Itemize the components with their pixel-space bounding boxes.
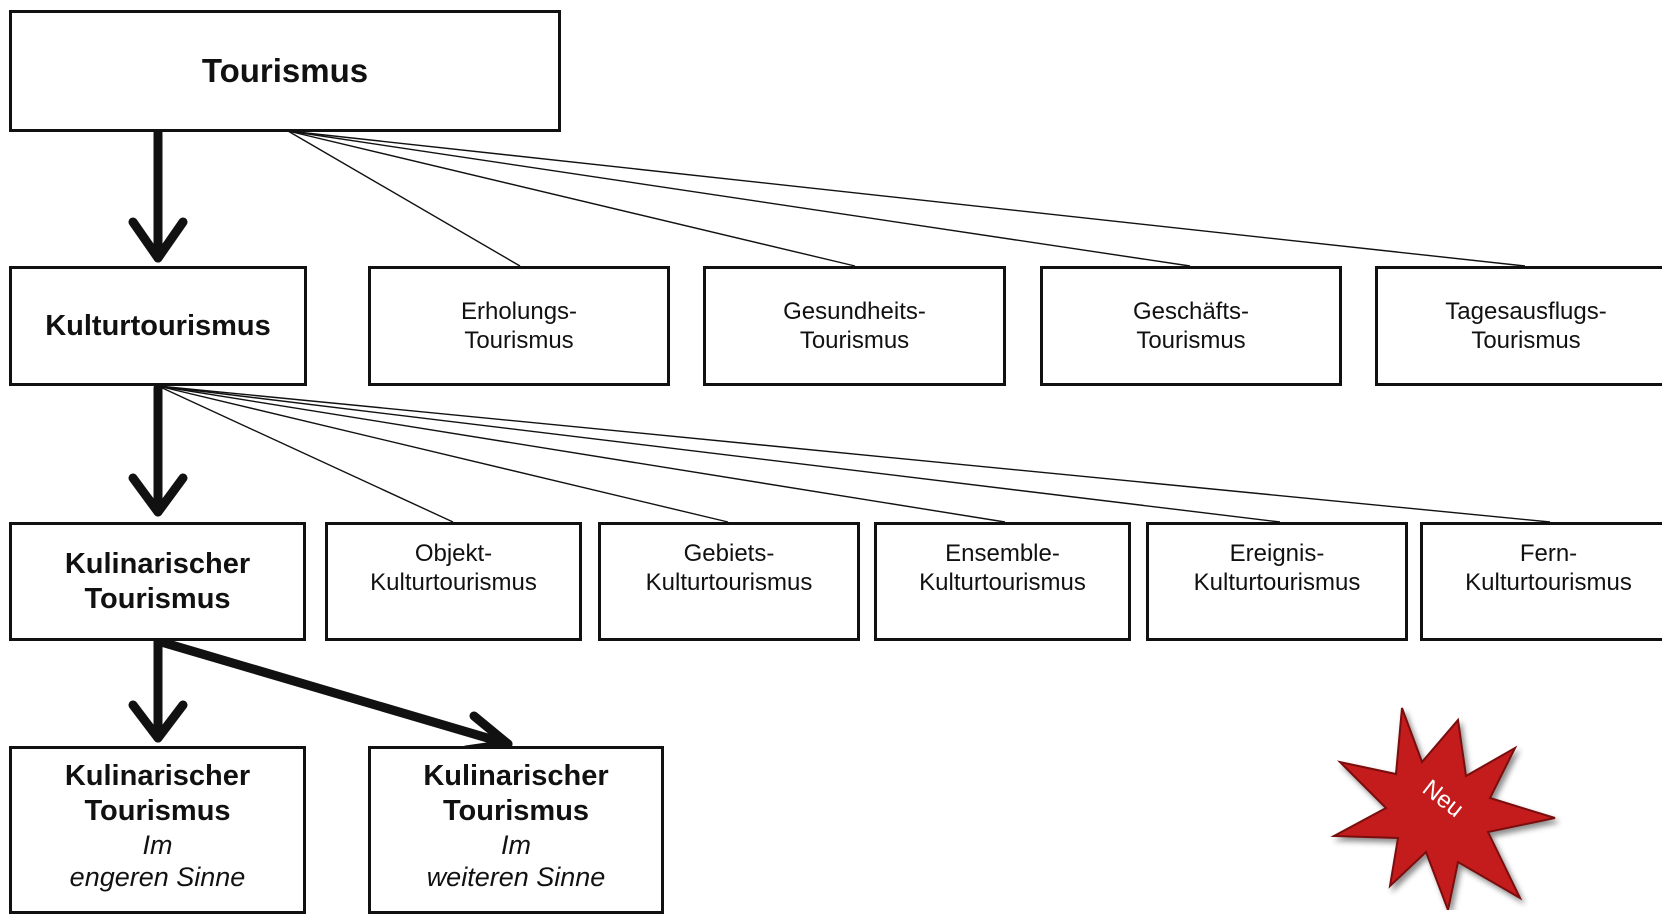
node-label-line-1: Tagesausflugs- [1445,297,1607,325]
node-label-line-2: Kulturtourismus [919,569,1086,597]
node-tourismus: Tourismus [9,10,561,132]
node-gesundheits-tourismus: Gesundheits- Tourismus [703,266,1006,386]
node-kulinarischer-tourismus: Kulinarischer Tourismus [9,522,306,641]
node-sub-line-1: Im [501,829,531,860]
node-kulinarisch-weiteren-sinne: Kulinarischer Tourismus Im weiteren Sinn… [368,746,664,914]
node-geschaefts-tourismus: Geschäfts- Tourismus [1040,266,1342,386]
node-sub-line-2: weiteren Sinne [426,861,606,892]
node-kulturtourismus: Kulturtourismus [9,266,307,386]
tourismus-branches [287,130,1526,267]
node-label: Tourismus [201,52,369,90]
node-sub-line-1: Im [142,829,173,860]
node-label-line-1: Ensemble- [945,540,1060,567]
kulturtourismus-branches [157,385,1551,523]
node-title-line-1: Kulinarischer [423,760,609,792]
node-kulinarisch-engeren-sinne: Kulinarischer Tourismus Im engeren Sinne [9,746,306,914]
node-label-line-1: Geschäfts- [1132,297,1250,325]
node-label-line-1: Ereignis- [1229,540,1325,567]
node-ensemble-kulturtourismus: Ensemble- Kulturtourismus [874,522,1131,641]
arrowhead-kulinarisch [128,473,188,517]
node-label-line-1: Objekt- [414,540,493,567]
node-label-line-2: Kulturtourismus [1465,569,1632,597]
arrowhead-kulturtourismus [128,217,188,263]
node-label-line-2: Kulturtourismus [1193,569,1361,597]
node-label-line-1: Fern- [1519,540,1578,567]
node-label-line-2: Tourismus [799,327,910,354]
node-title-line-2: Tourismus [84,794,231,827]
node-ereignis-kulturtourismus: Ereignis- Kulturtourismus [1146,522,1408,641]
node-sub-line-2: engeren Sinne [69,861,246,892]
node-label-line-1: Gesundheits- [783,297,926,325]
node-label-line-2: Tourismus [1136,327,1246,354]
node-title-line-2: Tourismus [442,794,590,827]
neu-starburst-badge: Neu [1330,707,1556,910]
node-objekt-kulturtourismus: Objekt- Kulturtourismus [325,522,582,641]
starburst-shape [1330,707,1556,910]
arrowhead-eng [128,700,188,743]
node-label-line-2: Kulturtourismus [370,569,537,597]
node-label-line-2: Tourismus [464,327,574,354]
node-label-line-1: Kulinarischer [64,547,251,580]
node-erholungs-tourismus: Erholungs- Tourismus [368,266,670,386]
node-label: Kulturtourismus [45,309,271,342]
node-title-line-1: Kulinarischer [64,760,251,792]
node-gebiets-kulturtourismus: Gebiets- Kulturtourismus [598,522,860,641]
arrow-to-weit [153,636,513,749]
node-label-line-2: Tourismus [1471,327,1581,354]
node-label-line-2: Tourismus [84,582,231,615]
node-label-line-1: Erholungs- [460,297,578,325]
node-fern-kulturtourismus: Fern- Kulturtourismus [1420,522,1662,641]
node-tagesausflugs-tourismus: Tagesausflugs- Tourismus [1375,266,1662,386]
node-label-line-2: Kulturtourismus [645,569,813,597]
node-label-line-1: Gebiets- [683,540,775,567]
